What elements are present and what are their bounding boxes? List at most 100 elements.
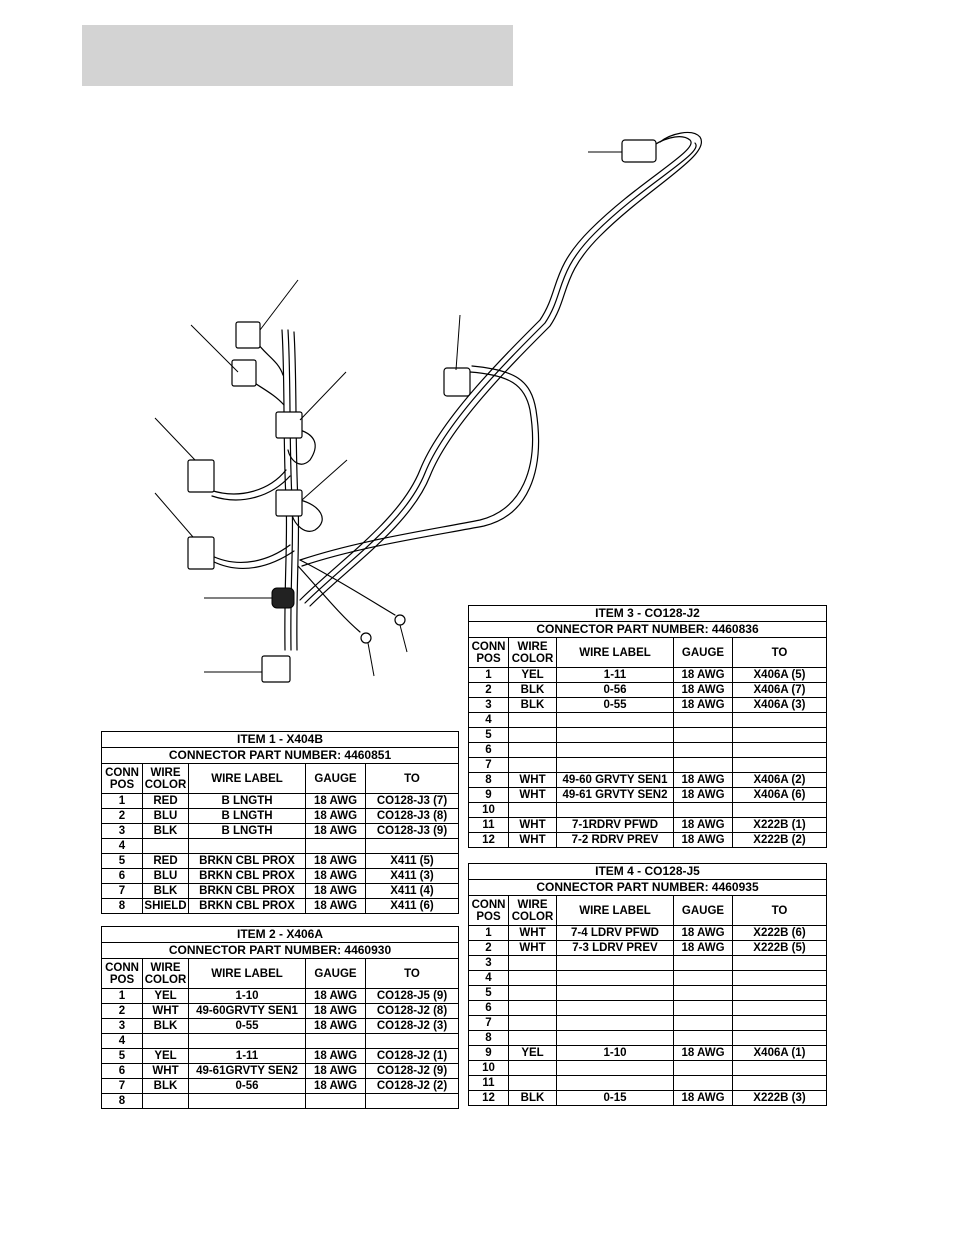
cell-to: CO128-J2 (9) (365, 1063, 459, 1079)
header-gauge: GAUGE (305, 763, 366, 794)
cell-label (556, 757, 674, 773)
wire-table-item-4: ITEM 4 - CO128-J5 CONNECTOR PART NUMBER:… (468, 863, 827, 1106)
header-gauge: GAUGE (673, 895, 733, 926)
cell-pos: 8 (468, 1030, 509, 1046)
cell-to: X406A (3) (732, 697, 827, 713)
cell-label: BRKN CBL PROX (188, 853, 306, 869)
cell-to (732, 1030, 827, 1046)
cell-gauge (673, 1060, 733, 1076)
cell-to: X222B (2) (732, 832, 827, 848)
cell-gauge: 18 AWG (673, 787, 733, 803)
cell-label (556, 1030, 674, 1046)
cell-pos: 2 (468, 682, 509, 698)
cell-pos: 7 (101, 883, 143, 899)
cell-gauge: 18 AWG (305, 1003, 366, 1019)
header-wire-color: WIRE COLOR (142, 763, 189, 794)
callout-leaders (154, 151, 622, 677)
table-row: 10 (468, 1060, 827, 1076)
cell-label: 0-56 (188, 1078, 306, 1094)
cell-gauge: 18 AWG (673, 772, 733, 788)
table-row: 4 (468, 970, 827, 986)
cell-gauge: 18 AWG (305, 823, 366, 839)
cell-color: BLK (508, 697, 557, 713)
cell-label (556, 712, 674, 728)
cell-label: 49-61 GRVTY SEN2 (556, 787, 674, 803)
cell-color: WHT (508, 817, 557, 833)
header-gauge: GAUGE (305, 958, 366, 989)
connector-bottom (261, 655, 291, 683)
cell-pos: 2 (101, 808, 143, 824)
cell-to (732, 955, 827, 971)
cell-label: 7-4 LDRV PFWD (556, 925, 674, 941)
cell-color: BLK (142, 883, 189, 899)
cell-gauge (673, 712, 733, 728)
cell-to: X222B (1) (732, 817, 827, 833)
cell-label (556, 955, 674, 971)
cell-to: CO128-J2 (3) (365, 1018, 459, 1034)
cell-color (508, 1030, 557, 1046)
cell-to: CO128-J2 (2) (365, 1078, 459, 1094)
cell-color: YEL (142, 1048, 189, 1064)
cell-label: 0-15 (556, 1090, 674, 1106)
cell-pos: 2 (468, 940, 509, 956)
cell-color (508, 727, 557, 743)
cell-pos: 3 (468, 697, 509, 713)
cell-label: B LNGTH (188, 793, 306, 809)
cell-to (732, 757, 827, 773)
cell-color: WHT (508, 925, 557, 941)
table-row: 8 (101, 1093, 459, 1109)
cell-gauge: 18 AWG (305, 883, 366, 899)
cell-pos: 1 (101, 988, 143, 1004)
cell-color (508, 757, 557, 773)
table-row: 5 (468, 985, 827, 1001)
table-row: 4 (101, 1033, 459, 1049)
cell-pos: 3 (101, 1018, 143, 1034)
cell-to (365, 838, 459, 854)
cell-label: 0-55 (188, 1018, 306, 1034)
cell-color (142, 1033, 189, 1049)
cell-gauge: 18 AWG (305, 1048, 366, 1064)
wire-table-item-1: ITEM 1 - X404B CONNECTOR PART NUMBER: 44… (101, 731, 459, 914)
harness-main-cable (299, 131, 703, 607)
cell-gauge (673, 802, 733, 818)
cell-color (142, 838, 189, 854)
table-title: ITEM 4 - CO128-J5 (468, 863, 827, 880)
cell-gauge: 18 AWG (305, 898, 366, 914)
cell-color: WHT (508, 832, 557, 848)
cell-label (556, 1000, 674, 1016)
cell-label (188, 838, 306, 854)
cell-label: B LNGTH (188, 808, 306, 824)
cell-gauge: 18 AWG (673, 682, 733, 698)
cell-to: CO128-J2 (1) (365, 1048, 459, 1064)
cell-to (732, 712, 827, 728)
cell-to: CO128-J3 (7) (365, 793, 459, 809)
cell-to: X411 (5) (365, 853, 459, 869)
cell-gauge (673, 727, 733, 743)
cell-pos: 4 (468, 970, 509, 986)
cell-pos: 9 (468, 1045, 509, 1061)
cell-color (508, 1015, 557, 1031)
cell-to: X222B (6) (732, 925, 827, 941)
table-row: 4 (468, 712, 827, 728)
cell-label: BRKN CBL PROX (188, 868, 306, 884)
cell-pos: 5 (101, 853, 143, 869)
cell-label: 7-3 LDRV PREV (556, 940, 674, 956)
header-wire-label: WIRE LABEL (556, 895, 674, 926)
connector-top-1 (235, 321, 261, 349)
cell-gauge: 18 AWG (305, 1063, 366, 1079)
cell-to: CO128-J3 (8) (365, 808, 459, 824)
part-number: CONNECTOR PART NUMBER: 4460851 (101, 747, 459, 764)
cell-to (732, 742, 827, 758)
connector-left-2 (187, 536, 215, 570)
table-title: ITEM 2 - X406A (101, 926, 459, 943)
cell-to (732, 970, 827, 986)
table-row: 11 (468, 1075, 827, 1091)
cell-to: X222B (3) (732, 1090, 827, 1106)
cell-color (508, 955, 557, 971)
cell-label (556, 985, 674, 1001)
